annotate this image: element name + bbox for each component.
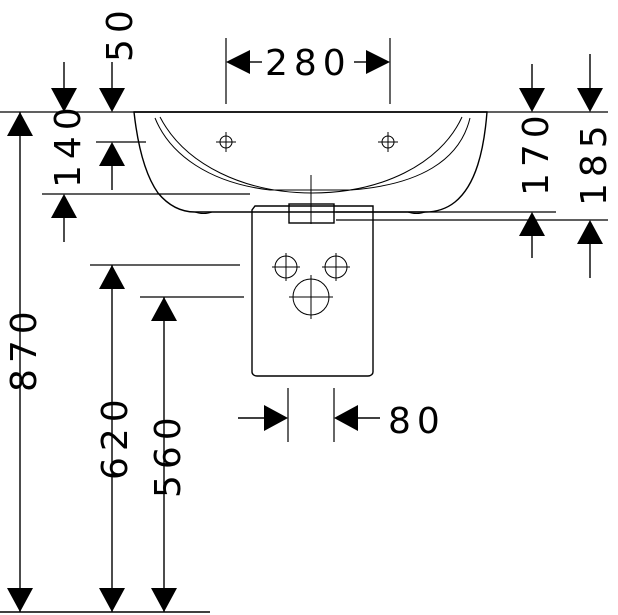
dim-140-label: 140 <box>48 101 89 188</box>
dim-620: 620 <box>90 264 240 612</box>
tap-hole-left <box>216 132 236 152</box>
supply-pipe-left <box>272 253 300 281</box>
pedestal <box>251 205 374 377</box>
dim-870-label: 870 <box>4 305 45 392</box>
dim-170-label: 170 <box>516 109 557 196</box>
dim-80-label: 80 <box>388 401 446 442</box>
pedestal-outline <box>251 205 374 377</box>
washbasin <box>133 111 488 224</box>
dim-620-label: 620 <box>95 393 136 480</box>
dim-185: 185 <box>336 54 615 278</box>
dim-50: 50 <box>51 4 141 112</box>
supply-pipe-right <box>322 253 350 281</box>
waste-fitting <box>288 203 335 224</box>
dim-185-label: 185 <box>574 119 615 206</box>
dim-50-label: 50 <box>100 4 141 62</box>
dim-280: 280 <box>225 38 391 104</box>
basin-rim-inner-2 <box>159 116 463 194</box>
basin-rim-inner <box>154 117 471 191</box>
dim-170: 170 <box>336 64 557 258</box>
dim-140: 140 <box>42 101 250 242</box>
dim-870: 870 <box>0 111 134 612</box>
dim-280-label: 280 <box>265 43 352 84</box>
dim-560-label: 560 <box>148 411 189 498</box>
dim-560: 560 <box>140 296 244 612</box>
dim-80: 80 <box>238 388 446 442</box>
tap-hole-right <box>378 132 398 152</box>
waste-pipe <box>289 275 333 319</box>
